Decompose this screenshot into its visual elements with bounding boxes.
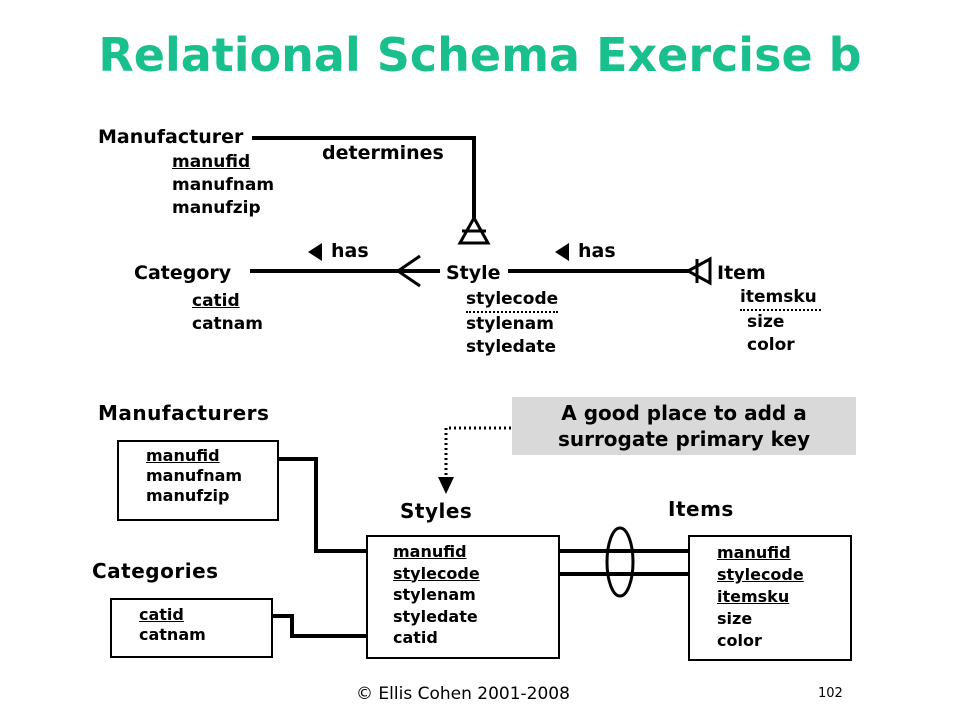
rel-has-right: has <box>578 240 616 262</box>
er-category-attrs: catid catnam <box>192 290 263 336</box>
er-manufacturer-name: Manufacturer <box>98 126 244 148</box>
table-manufacturers: manufid manufnam manufzip <box>117 440 279 521</box>
er-item-attrs: itemsku size color <box>740 286 821 357</box>
er-category-attr: catnam <box>192 314 263 334</box>
table-column: color <box>717 631 762 650</box>
table-manufacturers-title: Manufacturers <box>98 401 270 425</box>
composite-fk-ellipse <box>605 526 635 598</box>
er-manufacturer-attr: manufid <box>172 152 251 172</box>
er-manufacturer-attr: manufzip <box>172 198 261 218</box>
footer-copyright: © Ellis Cohen 2001-2008 <box>356 684 570 704</box>
rel-determines: determines <box>322 142 444 164</box>
table-column: itemsku <box>717 587 790 606</box>
table-items-title: Items <box>668 497 734 521</box>
table-styles: manufid stylecode stylenam styledate cat… <box>366 535 560 659</box>
callout-pointer-arrow-icon <box>438 477 454 494</box>
table-column: stylecode <box>393 563 480 583</box>
page-title: Relational Schema Exercise b <box>98 28 862 82</box>
table-categories: catid catnam <box>110 598 273 658</box>
table-column: manufzip <box>146 486 230 505</box>
rel-has-left: has <box>331 240 369 262</box>
callout-pointer <box>444 426 511 480</box>
table-column: manufid <box>393 542 467 561</box>
callout-line: A good place to add a <box>561 401 807 425</box>
style-item-crowfoot <box>684 256 712 286</box>
determines-line <box>252 136 476 218</box>
er-item-attr: color <box>747 335 795 355</box>
table-styles-cols: manufid stylecode stylenam styledate cat… <box>393 541 480 649</box>
category-style-crowfoot-top <box>397 254 421 273</box>
er-category-name: Category <box>134 262 232 284</box>
table-items: manufid stylecode itemsku size color <box>688 535 852 661</box>
table-column: size <box>717 609 753 628</box>
table-categories-title: Categories <box>92 559 219 583</box>
has-left-arrow-icon <box>308 243 322 261</box>
er-item-attr: size <box>747 312 785 332</box>
category-style-crowfoot-bottom <box>397 269 421 288</box>
er-style-attrs: stylecode stylenam styledate <box>466 288 559 359</box>
table-column: stylenam <box>393 585 476 604</box>
table-styles-title: Styles <box>400 499 473 523</box>
page-number: 102 <box>818 686 843 701</box>
er-style-attr: stylecode <box>466 288 559 313</box>
table-column: styledate <box>393 606 478 626</box>
er-style-attr: styledate <box>466 337 556 357</box>
callout-line: surrogate primary key <box>557 427 811 451</box>
table-column: catid <box>139 605 184 624</box>
er-style-attr: stylenam <box>466 314 554 334</box>
table-items-cols: manufid stylecode itemsku size color <box>717 542 804 652</box>
fk-styles-manufid-line <box>252 457 379 553</box>
er-category-attr: catid <box>192 291 240 311</box>
er-item-attr: itemsku <box>740 286 821 311</box>
table-manufacturers-cols: manufid manufnam manufzip <box>146 446 242 506</box>
er-item-name: Item <box>717 262 766 284</box>
has-right-arrow-icon <box>555 243 569 261</box>
surrogate-key-callout: A good place to add a surrogate primary … <box>512 397 856 455</box>
table-column: stylecode <box>717 565 804 584</box>
er-style-name: Style <box>446 262 501 284</box>
table-column: manufid <box>717 543 791 562</box>
table-column: manufid <box>146 446 220 465</box>
er-manufacturer-attrs: manufid manufnam manufzip <box>172 151 274 220</box>
table-column: catid <box>393 628 438 647</box>
er-manufacturer-attr: manufnam <box>172 175 275 195</box>
table-column: manufnam <box>146 466 243 485</box>
table-categories-cols: catid catnam <box>139 605 206 645</box>
table-column: catnam <box>139 625 206 644</box>
